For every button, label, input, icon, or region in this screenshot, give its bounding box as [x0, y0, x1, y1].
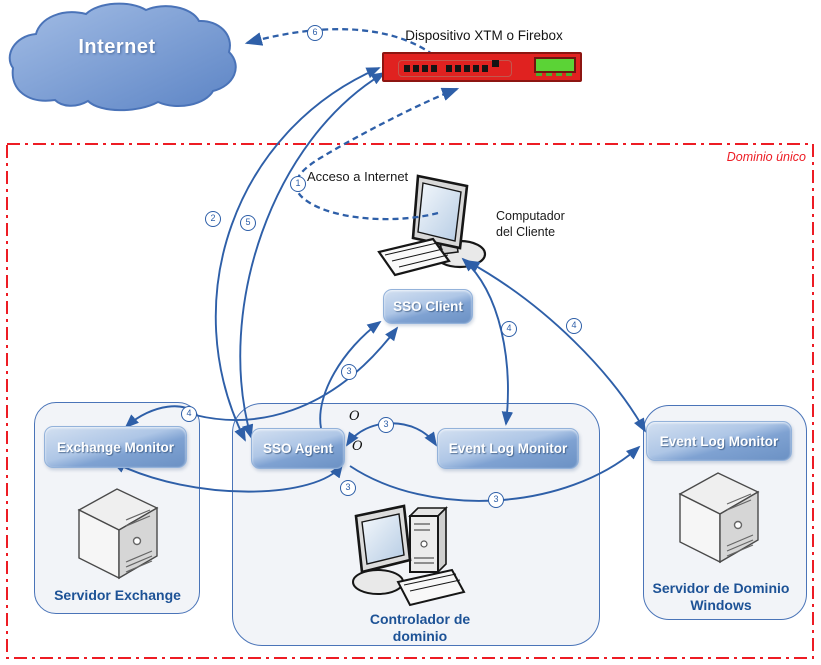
- windows-domain-server-caption-line2: Windows: [690, 597, 752, 613]
- step-badge-4-exchange: 4: [181, 406, 197, 422]
- step-badge-3-exchange: 3: [340, 480, 356, 496]
- sso-client-node: SSO Client: [383, 289, 473, 324]
- client-computer-icon: [377, 174, 487, 277]
- arrow-step1-client-internet-access: [294, 87, 460, 221]
- step-badge-5: 5: [240, 215, 256, 231]
- step-badge-6: 6: [307, 25, 323, 41]
- firebox-ports-group1: [404, 65, 438, 72]
- exchange-monitor-node: Exchange Monitor: [44, 426, 187, 468]
- exchange-server-caption: Servidor Exchange: [54, 587, 181, 603]
- firebox-lcd-buttons: [536, 73, 574, 76]
- firebox-lcd-screen: [534, 57, 576, 73]
- step-badge-1: 1: [290, 176, 306, 192]
- firebox-device-icon: [382, 52, 582, 82]
- domain-label: Dominio único: [726, 150, 806, 164]
- step-badge-4-elm-right: 4: [566, 318, 582, 334]
- domain-controller-caption-line1: Controlador de: [369, 611, 471, 627]
- client-computer-label: Computador del Cliente: [496, 208, 586, 240]
- o-marker-upper: O: [349, 409, 360, 424]
- client-computer-label-line1: Computador: [496, 209, 565, 223]
- step-badge-2: 2: [205, 211, 221, 227]
- internet-label: Internet: [78, 36, 156, 58]
- event-log-monitor-right-node: Event Log Monitor: [646, 421, 792, 461]
- step-badge-3-sso-client: 3: [341, 364, 357, 380]
- arrow-step5-sso-agent-firebox: [239, 72, 386, 439]
- o-marker-lower: O: [352, 439, 363, 454]
- firebox-ports-group2: [446, 65, 489, 72]
- step-badge-3-elm-right: 3: [488, 492, 504, 508]
- step-badge-4-elm-mid: 4: [501, 321, 517, 337]
- event-log-monitor-mid-node: Event Log Monitor: [437, 428, 579, 469]
- sso-agent-node: SSO Agent: [251, 428, 345, 469]
- internet-access-label: Acceso a Internet: [307, 169, 409, 184]
- firebox-front-panel: [398, 60, 512, 77]
- step-badge-3-elm-mid: 3: [378, 417, 394, 433]
- arrow-step2-firebox-sso-agent: [214, 67, 381, 442]
- domain-controller-caption: Controlador de dominio: [340, 611, 500, 645]
- arrow-step4-event-log-monitor-client: [461, 257, 514, 426]
- firebox-port-raised: [492, 60, 499, 67]
- domain-controller-caption-line2: dominio: [392, 628, 448, 644]
- windows-domain-server-caption-line1: Servidor de Dominio: [652, 580, 790, 596]
- client-computer-label-line2: del Cliente: [496, 225, 556, 239]
- firebox-title: Dispositivo XTM o Firebox: [405, 28, 563, 43]
- windows-domain-server-caption: Servidor de Dominio Windows: [645, 580, 797, 614]
